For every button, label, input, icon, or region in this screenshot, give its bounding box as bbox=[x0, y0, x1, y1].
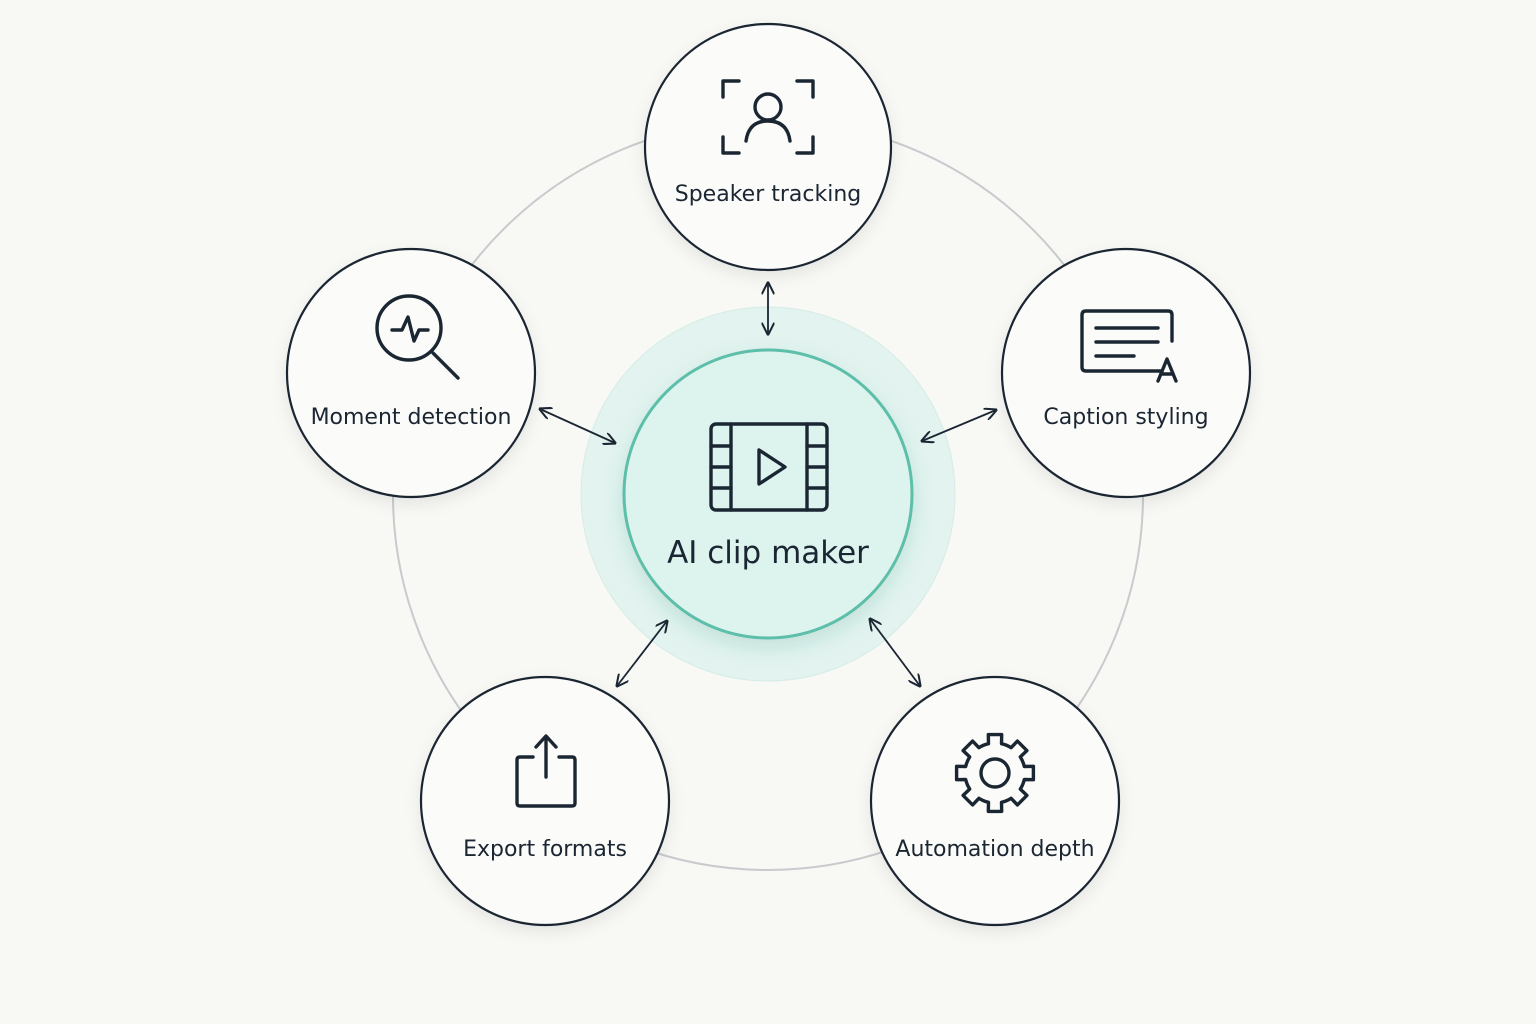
arrow-automation-depth bbox=[870, 619, 920, 686]
person-focus-icon bbox=[721, 79, 815, 155]
node-automation-depth[interactable]: Automation depth bbox=[869, 675, 1121, 927]
arrow-moment-detection bbox=[540, 409, 615, 443]
node-speaker-tracking[interactable]: Speaker tracking bbox=[643, 22, 893, 272]
arrow-export-formats bbox=[617, 621, 667, 686]
node-label: Export formats bbox=[463, 837, 627, 862]
node-moment-detection[interactable]: Moment detection bbox=[285, 247, 537, 499]
center-circle bbox=[622, 348, 914, 640]
node-circle bbox=[285, 247, 537, 499]
center-node[interactable]: AI clip maker bbox=[622, 348, 914, 640]
node-circle bbox=[1000, 247, 1252, 499]
node-circle bbox=[869, 675, 1121, 927]
share-export-icon bbox=[515, 734, 577, 808]
node-label: Automation depth bbox=[895, 837, 1094, 862]
arrow-caption-styling bbox=[922, 410, 996, 441]
film-play-icon bbox=[709, 422, 829, 512]
node-label: Caption styling bbox=[1043, 405, 1208, 430]
gear-icon bbox=[954, 732, 1036, 814]
node-label: Speaker tracking bbox=[675, 182, 861, 207]
node-export-formats[interactable]: Export formats bbox=[419, 675, 671, 927]
node-circle bbox=[419, 675, 671, 927]
node-caption-styling[interactable]: Caption styling bbox=[1000, 247, 1252, 499]
node-circle bbox=[643, 22, 893, 272]
caption-text-icon bbox=[1080, 309, 1178, 383]
connection-arrows bbox=[540, 283, 996, 686]
pulse-search-icon bbox=[375, 294, 460, 380]
node-label: Moment detection bbox=[311, 405, 512, 430]
center-label: AI clip maker bbox=[667, 535, 869, 571]
